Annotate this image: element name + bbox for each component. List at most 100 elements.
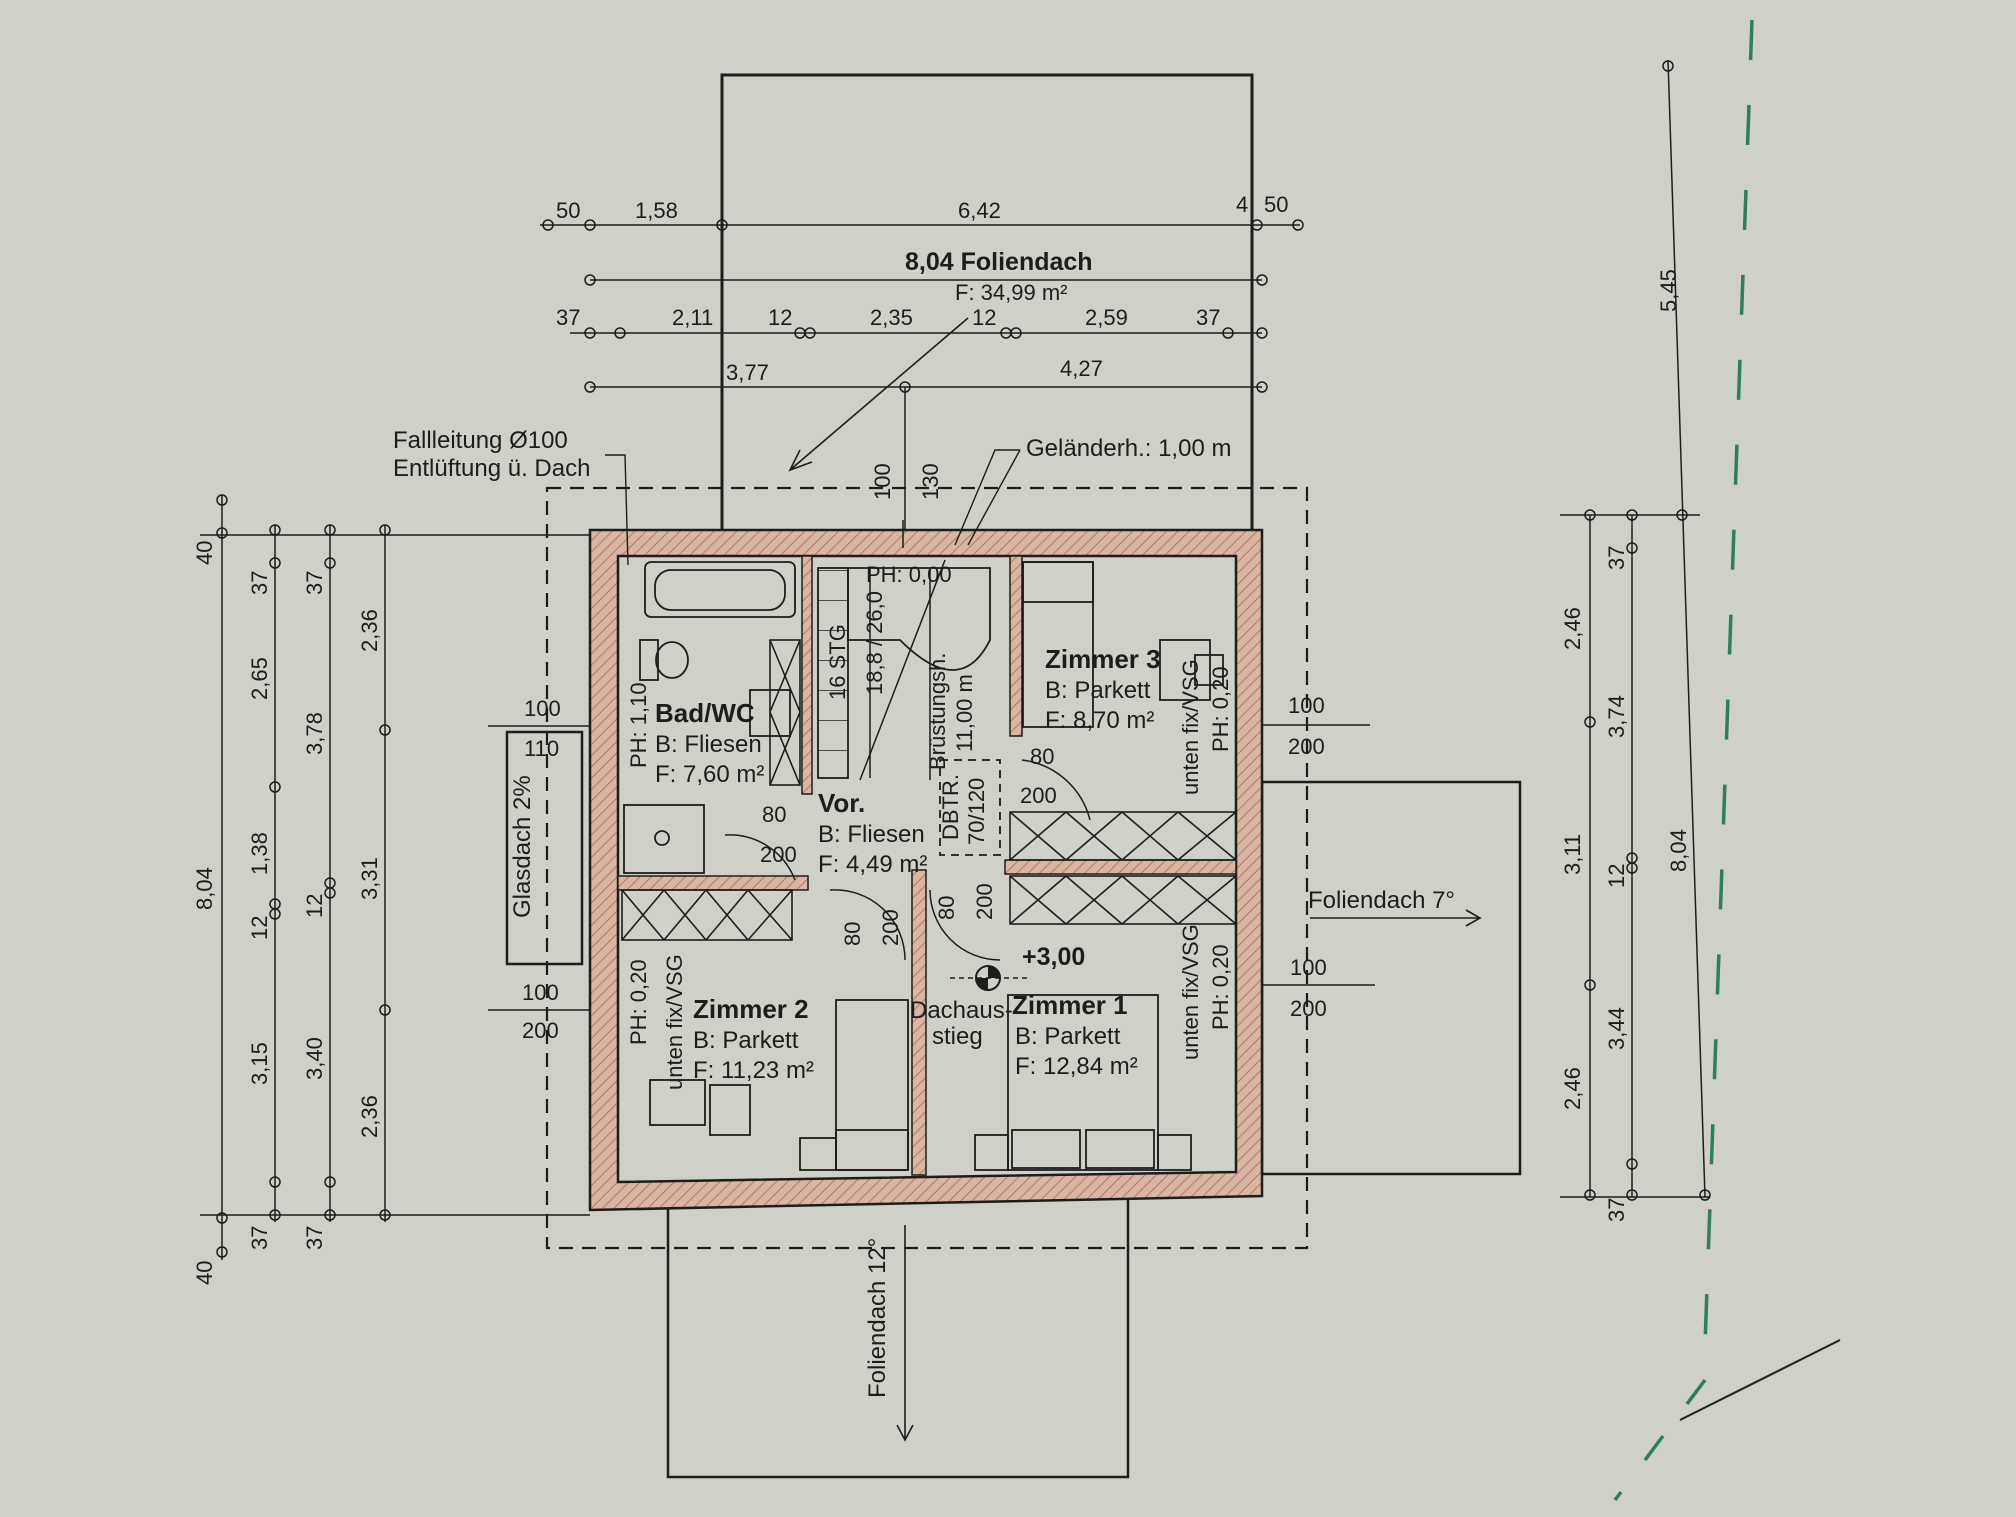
window-left2-width: 100 xyxy=(522,980,559,1005)
outer-walls xyxy=(588,528,1264,1212)
bed-z2 xyxy=(799,999,909,1171)
dim-right-col2-37-bottom: 37 xyxy=(1604,1198,1629,1222)
dim-top-642: 6,42 xyxy=(958,198,1001,223)
height-100: 100 xyxy=(870,463,895,500)
door-arc-z3 xyxy=(1021,759,1091,821)
top-dimension-lines xyxy=(540,224,1300,548)
dim-left-col2-138: 1,38 xyxy=(247,832,272,875)
toilet-icon xyxy=(639,639,689,681)
dachausstieg-label-2: stieg xyxy=(932,1023,983,1050)
leader-lines xyxy=(605,449,1021,566)
room-zimmer2-name: Zimmer 2 xyxy=(693,994,809,1024)
room-zimmer3-area: F: 8,70 m² xyxy=(1045,707,1154,734)
entlueftung-label: Entlüftung ü. Dach xyxy=(393,455,590,482)
foliendach-bottom-label: Foliendach 12° xyxy=(864,1238,891,1398)
door-z3-height: 200 xyxy=(1020,783,1057,808)
dim-left-col3-12: 12 xyxy=(302,894,327,918)
bed-z3 xyxy=(1022,561,1224,728)
window-right2-width: 100 xyxy=(1290,955,1327,980)
dbtr-label-2: 70/120 xyxy=(964,778,989,845)
dim-right-col2-374: 3,74 xyxy=(1604,695,1629,738)
left-dimension-nodes xyxy=(216,494,391,1258)
vsg-z2-label: unten fix/VSG xyxy=(662,954,687,1090)
slope-arrow-top xyxy=(788,317,969,472)
room-zimmer1-floor: B: Parkett xyxy=(1015,1023,1121,1050)
window-right1-width: 100 xyxy=(1288,693,1325,718)
stair-steps-label: 16 STG xyxy=(825,624,850,700)
roof-bottom xyxy=(666,1193,1130,1479)
wall-z2-z1 xyxy=(911,869,927,1176)
dim-left-col1-40-top: 40 xyxy=(192,541,217,565)
dim-row3-37-left: 37 xyxy=(556,305,580,330)
room-zimmer3-floor: B: Parkett xyxy=(1045,677,1151,704)
shelf-bad xyxy=(769,639,801,786)
wardrobe-z3 xyxy=(1009,811,1237,861)
dim-left-col3-378: 3,78 xyxy=(302,712,327,755)
ph-020-z3-label: PH: 0,20 xyxy=(1208,666,1233,752)
dim-row3-259: 2,59 xyxy=(1085,305,1128,330)
room-bad-name: Bad/WC xyxy=(655,698,755,728)
foliendach-top-area: F: 34,99 m² xyxy=(955,280,1067,305)
level-marker-icon xyxy=(950,965,1028,991)
dim-right-col2-344: 3,44 xyxy=(1604,1007,1629,1050)
fallleitung-label: Fallleitung Ø100 xyxy=(393,427,568,454)
dim-left-col4-236-top: 2,36 xyxy=(357,609,382,652)
dim-top-50-right: 50 xyxy=(1264,192,1288,217)
room-zimmer2-area: F: 11,23 m² xyxy=(693,1057,814,1084)
left-dimension-lines xyxy=(200,495,590,1260)
stair-ph-label: PH: 0,00 xyxy=(866,562,952,587)
dim-top-158: 1,58 xyxy=(635,198,678,223)
dim-left-col2-265: 2,65 xyxy=(247,657,272,700)
room-vor-area: F: 4,49 m² xyxy=(818,851,927,878)
slope-arrow-bottom xyxy=(896,1225,914,1442)
room-vor-floor: B: Fliesen xyxy=(818,821,925,848)
roof-hatch-outline xyxy=(939,759,1001,856)
shower-icon xyxy=(623,804,705,874)
ph-020-z2-label: PH: 0,20 xyxy=(626,959,651,1045)
door-z2-height: 200 xyxy=(878,909,903,946)
dim-left-col2-37-top: 37 xyxy=(247,571,272,595)
room-zimmer1-area: F: 12,84 m² xyxy=(1015,1053,1138,1080)
plot-corner-mark xyxy=(1679,1339,1841,1421)
gelaender-label: Geländerh.: 1,00 m xyxy=(1026,435,1231,462)
bathtub-icon xyxy=(644,561,796,618)
dim-right-col3-804: 8,04 xyxy=(1666,829,1691,872)
dim-row3-37-right: 37 xyxy=(1196,305,1220,330)
dim-left-col2-37-bottom: 37 xyxy=(247,1226,272,1250)
dim-row4-427: 4,27 xyxy=(1060,356,1103,381)
dim-top-50-left: 50 xyxy=(556,198,580,223)
door-arc-z1 xyxy=(929,889,1001,961)
dim-left-col4-331: 3,31 xyxy=(357,857,382,900)
dim-right-col1-311: 3,11 xyxy=(1560,834,1585,875)
vsg-z1-label: unten fix/VSG xyxy=(1178,924,1203,1060)
room-vor-name: Vor. xyxy=(818,788,865,818)
dim-row3-235: 2,35 xyxy=(870,305,913,330)
bed-z1 xyxy=(974,994,1192,1171)
dim-left-col1-804: 8,04 xyxy=(192,867,217,910)
door-z1-width: 80 xyxy=(934,896,959,920)
sink-icon xyxy=(749,689,791,737)
dachausstieg-label-1: Dachaus- xyxy=(910,997,1013,1024)
dim-left-col3-37-bottom: 37 xyxy=(302,1226,327,1250)
room-zimmer1-name: Zimmer 1 xyxy=(1012,990,1128,1020)
foliendach-right-label: Foliendach 7° xyxy=(1308,887,1455,914)
glasdach-label: Glasdach 2% xyxy=(509,775,536,918)
dim-left-col3-340: 3,40 xyxy=(302,1037,327,1080)
dim-left-col4-236-bottom: 2,36 xyxy=(357,1095,382,1138)
window-left1-height: 110 xyxy=(524,736,559,761)
wall-z3-bottom xyxy=(1004,859,1237,875)
brustung-label-2: 11,00 m xyxy=(952,674,977,752)
dim-right-col2-12: 12 xyxy=(1604,864,1629,888)
dim-top-4: 4 xyxy=(1236,192,1248,217)
door-z3-width: 80 xyxy=(1030,744,1054,769)
plot-boundary-line-2 xyxy=(1613,1378,1707,1502)
door-z1-height: 200 xyxy=(972,883,997,920)
glass-roof-left xyxy=(505,730,584,966)
dim-row3-12-b: 12 xyxy=(972,305,996,330)
room-bad-area: F: 7,60 m² xyxy=(655,761,764,788)
door-bad-width: 80 xyxy=(762,802,786,827)
wall-stair-right xyxy=(1009,555,1023,737)
window-right2-height: 200 xyxy=(1290,996,1327,1021)
